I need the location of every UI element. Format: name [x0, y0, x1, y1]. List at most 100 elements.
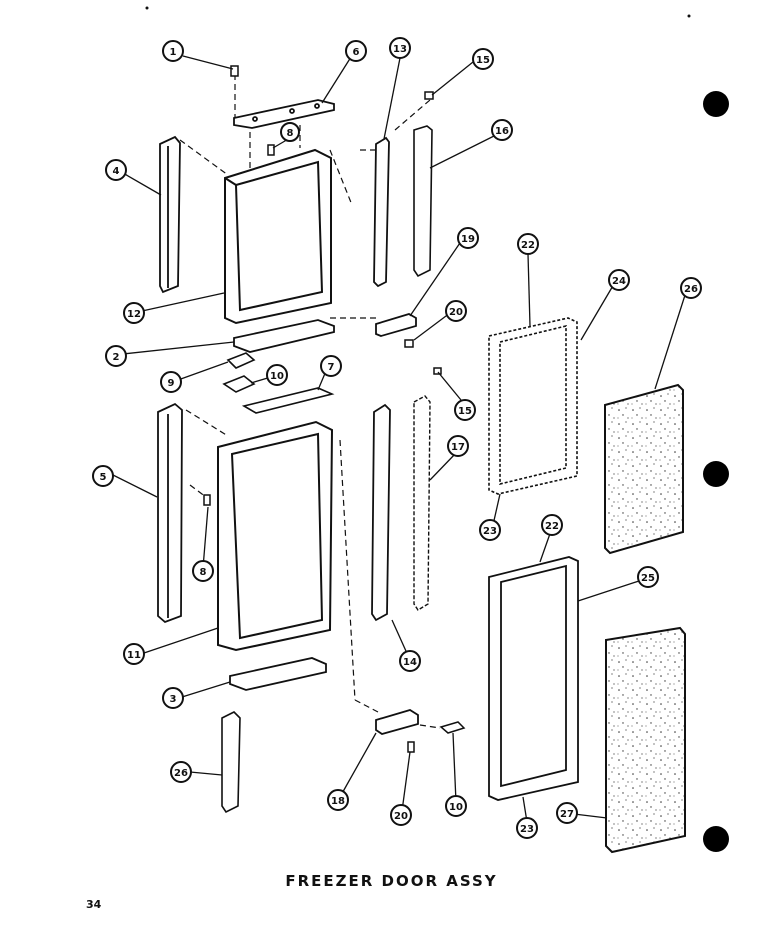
- diagram-title: FREEZER DOOR ASSY: [285, 872, 498, 890]
- svg-text:20: 20: [394, 811, 408, 822]
- callout-19-upper: 19: [457, 227, 479, 249]
- svg-text:8: 8: [200, 567, 207, 578]
- part-7-bracket: [241, 387, 335, 414]
- part-27-foam-panel: [605, 626, 686, 854]
- part-6-top-bracket: [233, 99, 335, 129]
- callout-9: 9: [160, 371, 182, 393]
- callout-24: 24: [608, 269, 630, 291]
- callout-16: 16: [491, 119, 513, 141]
- part-12-upper-frame: [224, 148, 332, 325]
- part-15-lower-clip: [433, 367, 442, 375]
- callout-11: 11: [123, 643, 145, 665]
- part-25-breaker-frame: [488, 556, 579, 801]
- callout-20-upper: 20: [445, 300, 467, 322]
- part-1-screw: [230, 65, 239, 77]
- svg-text:10: 10: [270, 371, 284, 382]
- svg-text:23: 23: [520, 824, 534, 835]
- part-26-foam-panel: [604, 383, 684, 555]
- svg-text:17: 17: [451, 442, 465, 453]
- svg-text:24: 24: [612, 276, 626, 287]
- callout-26-upper: 26: [680, 277, 702, 299]
- svg-text:2: 2: [113, 352, 120, 363]
- callout-17: 17: [447, 435, 469, 457]
- callout-22-upper: 22: [517, 233, 539, 255]
- part-15-upper-clip: [424, 91, 434, 100]
- callout-23-lower: 23: [516, 817, 538, 839]
- callout-2: 2: [105, 345, 127, 367]
- callout-12: 12: [123, 302, 145, 324]
- part-26-channel: [221, 711, 241, 814]
- svg-text:9: 9: [168, 378, 175, 389]
- svg-text:11: 11: [127, 650, 141, 661]
- callout-15-upper: 15: [472, 48, 494, 70]
- part-16-upright: [413, 125, 433, 278]
- svg-text:1: 1: [170, 47, 177, 58]
- callout-15-lower: 15: [454, 399, 476, 421]
- svg-text:4: 4: [113, 166, 120, 177]
- part-14-upright: [371, 403, 391, 622]
- part-4-left-channel: [159, 135, 181, 294]
- callout-8-lower: 8: [192, 560, 214, 582]
- svg-text:16: 16: [495, 126, 509, 137]
- svg-text:13: 13: [393, 44, 407, 55]
- callout-23-upper: 23: [479, 519, 501, 541]
- callout-27: 27: [556, 802, 578, 824]
- svg-text:12: 12: [127, 309, 141, 320]
- part-19-hinge: [375, 313, 417, 337]
- part-2-bottom-bracket: [233, 319, 335, 353]
- callout-14: 14: [399, 650, 421, 672]
- svg-text:3: 3: [170, 694, 177, 705]
- svg-text:15: 15: [476, 55, 490, 66]
- part-9-plate: [226, 352, 256, 369]
- callout-5: 5: [92, 465, 114, 487]
- svg-text:6: 6: [353, 47, 360, 58]
- callout-8-upper: 8: [280, 122, 300, 142]
- part-20-screw: [404, 339, 414, 348]
- part-10-plate: [222, 375, 256, 393]
- callout-1: 1: [162, 40, 184, 62]
- callout-6: 6: [345, 40, 367, 62]
- callout-7: 7: [320, 355, 342, 377]
- callout-20-lower: 20: [390, 804, 412, 826]
- part-5-left-channel: [157, 402, 183, 624]
- svg-text:5: 5: [100, 472, 107, 483]
- callout-18: 18: [327, 789, 349, 811]
- svg-text:23: 23: [483, 526, 497, 537]
- svg-text:26: 26: [174, 768, 188, 779]
- part-10-lower-clip: [439, 721, 466, 734]
- part-24-breaker-frame: [488, 317, 578, 495]
- callout-3: 3: [162, 687, 184, 709]
- part-8-upper-screw: [267, 144, 275, 156]
- punch-holes: [703, 91, 729, 852]
- callout-13: 13: [389, 37, 411, 59]
- svg-text:26: 26: [684, 284, 698, 295]
- leader-lines: [112, 55, 687, 823]
- svg-text:10: 10: [449, 802, 463, 813]
- svg-text:27: 27: [560, 809, 574, 820]
- svg-text:8: 8: [287, 128, 294, 139]
- part-20-lower-screw: [407, 741, 415, 753]
- callout-10-upper: 10: [266, 364, 288, 386]
- svg-text:7: 7: [328, 362, 335, 373]
- page-number: 34: [86, 898, 102, 911]
- scan-specks: [145, 6, 691, 18]
- callouts: 1 6 13 15 4 8 16 12 19 22 24 26 20 2 9 1…: [92, 37, 702, 839]
- part-3-bottom-bracket: [229, 657, 327, 691]
- callout-26-lower: 26: [170, 761, 192, 783]
- part-17-upright: [413, 395, 431, 611]
- callout-10-lower: 10: [445, 795, 467, 817]
- part-11-lower-frame: [217, 420, 334, 652]
- svg-text:22: 22: [521, 240, 535, 251]
- part-13-upright: [373, 136, 390, 288]
- callout-25: 25: [637, 566, 659, 588]
- svg-text:22: 22: [545, 521, 559, 532]
- part-18-hinge: [375, 709, 419, 735]
- svg-text:19: 19: [461, 234, 475, 245]
- callout-4: 4: [105, 159, 127, 181]
- callout-22-lower: 22: [541, 514, 563, 536]
- svg-text:18: 18: [331, 796, 345, 807]
- part-8-lower-screw: [203, 494, 211, 506]
- svg-text:20: 20: [449, 307, 463, 318]
- svg-text:14: 14: [403, 657, 417, 668]
